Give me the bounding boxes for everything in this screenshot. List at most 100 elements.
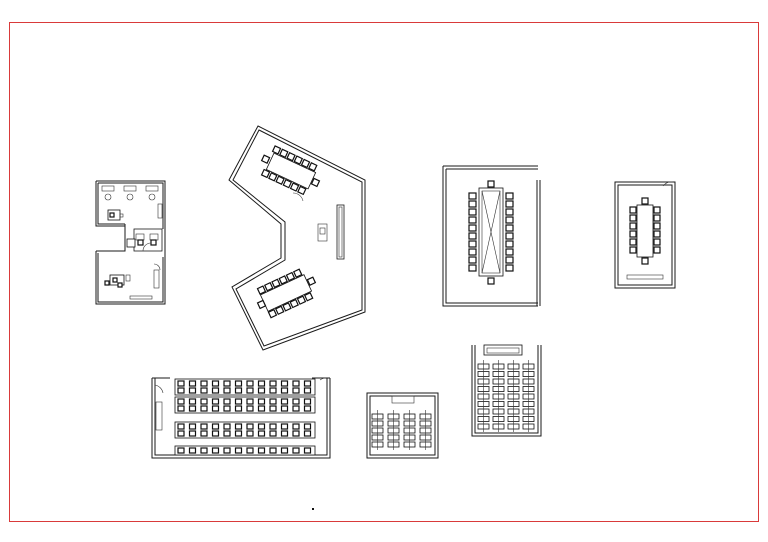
classroom-chair xyxy=(257,447,266,454)
classroom-chair xyxy=(211,447,220,454)
boardroom-chair xyxy=(468,216,477,224)
classroom-chair xyxy=(246,398,254,405)
classroom-chair xyxy=(246,430,254,437)
classroom-chair xyxy=(246,447,254,454)
classroom-chair xyxy=(303,387,312,394)
classroom-chair xyxy=(292,430,300,437)
classroom-chair xyxy=(257,423,266,430)
classroom-chair xyxy=(269,398,277,405)
classroom-chair xyxy=(234,380,243,387)
boardroom-side-chairs xyxy=(468,192,514,272)
meeting-chair xyxy=(653,222,661,230)
small-lecture-room-plan xyxy=(366,392,439,459)
classroom-chair xyxy=(188,430,197,437)
classroom-chair xyxy=(246,387,254,394)
classroom-chair xyxy=(200,430,208,437)
classroom-chair xyxy=(234,423,243,430)
classroom-chair xyxy=(280,430,289,437)
meeting-chair xyxy=(629,222,637,230)
boardroom-plan xyxy=(442,165,541,307)
classroom-chair xyxy=(211,423,220,430)
drawing-mark xyxy=(312,508,314,510)
classroom-chair xyxy=(280,405,289,412)
boardroom-chair xyxy=(505,256,514,264)
classroom-chair xyxy=(280,423,289,430)
small-lecture-seating xyxy=(371,410,432,450)
classroom-chair xyxy=(257,380,266,387)
hall-lower-chairs xyxy=(256,268,317,319)
classroom-chair xyxy=(246,380,254,387)
meeting-chair xyxy=(629,230,637,238)
classroom-chair xyxy=(177,380,185,387)
boardroom-chair xyxy=(505,264,514,272)
classroom-chair xyxy=(223,430,231,437)
classroom-chair xyxy=(234,398,243,405)
classroom-chair xyxy=(177,430,185,437)
classroom-chair xyxy=(211,398,220,405)
classroom-chair xyxy=(200,405,208,412)
office-suite-plan xyxy=(95,180,166,305)
classroom-chair xyxy=(200,423,208,430)
classroom-desk-row xyxy=(174,421,316,439)
boardroom-chair xyxy=(468,264,477,272)
tall-lecture-room-plan xyxy=(471,344,542,437)
classroom-chair xyxy=(303,380,312,387)
classroom-desk-rows xyxy=(174,378,316,456)
classroom-chair xyxy=(200,398,208,405)
classroom-chair xyxy=(257,398,266,405)
boardroom-chair xyxy=(505,248,514,256)
meeting-chair xyxy=(629,246,637,254)
classroom-chair xyxy=(177,387,185,394)
meeting-chair xyxy=(653,238,661,246)
classroom-chair xyxy=(211,405,220,412)
classroom-chair xyxy=(292,398,300,405)
classroom-chair xyxy=(188,447,197,454)
classroom-chair xyxy=(234,405,243,412)
boardroom-chair xyxy=(468,240,477,248)
classroom-chair xyxy=(188,423,197,430)
boardroom-chair xyxy=(505,224,514,232)
classroom-chair xyxy=(292,447,300,454)
classroom-chair xyxy=(292,423,300,430)
meeting-chair xyxy=(629,206,637,214)
classroom-chair xyxy=(200,387,208,394)
boardroom-chair xyxy=(505,232,514,240)
classroom-chair xyxy=(200,380,208,387)
classroom-chair xyxy=(177,398,185,405)
boardroom-chair xyxy=(468,192,477,200)
hall-upper-chairs xyxy=(260,145,321,196)
classroom-chair xyxy=(177,423,185,430)
classroom-chair xyxy=(223,405,231,412)
classroom-chair xyxy=(188,405,197,412)
boardroom-chair xyxy=(468,200,477,208)
classroom-chair xyxy=(211,380,220,387)
classroom-chair xyxy=(269,405,277,412)
classroom-chair xyxy=(223,398,231,405)
classroom-chair xyxy=(188,398,197,405)
classroom-chair xyxy=(234,447,243,454)
classroom-chair xyxy=(257,405,266,412)
classroom-chair xyxy=(280,380,289,387)
classroom-chair xyxy=(303,430,312,437)
boardroom-chair xyxy=(505,192,514,200)
meeting-chair xyxy=(629,238,637,246)
boardroom-chair xyxy=(468,256,477,264)
classroom-chair xyxy=(292,387,300,394)
classroom-chair xyxy=(246,405,254,412)
classroom-chair xyxy=(257,430,266,437)
meeting-chair xyxy=(653,246,661,254)
drawing-frame xyxy=(9,22,759,522)
classroom-chair xyxy=(280,398,289,405)
classroom-chair xyxy=(269,447,277,454)
classroom-chair xyxy=(200,447,208,454)
classroom-chair xyxy=(223,423,231,430)
classroom-chair xyxy=(223,447,231,454)
classroom-chair xyxy=(269,423,277,430)
classroom-chair xyxy=(234,387,243,394)
meeting-chair xyxy=(629,214,637,222)
classroom-chair xyxy=(280,387,289,394)
classroom-chair xyxy=(234,430,243,437)
classroom-desk-row xyxy=(174,396,316,414)
